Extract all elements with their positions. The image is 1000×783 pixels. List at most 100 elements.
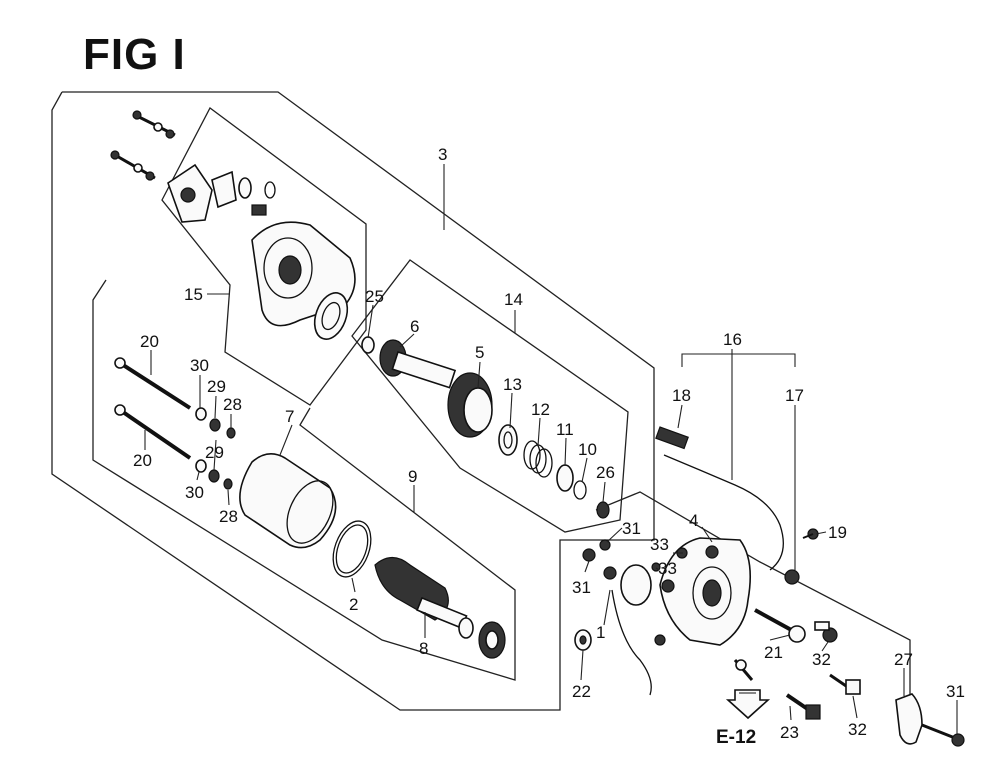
washers-lower (195, 459, 233, 490)
screw-19-part (802, 528, 819, 540)
callout-31b: 31 (572, 578, 591, 597)
leader-6 (399, 333, 415, 348)
callout-28b: 28 (219, 507, 238, 526)
leader-10 (581, 457, 588, 483)
leader-2 (351, 577, 356, 593)
yoke-7-part (239, 453, 337, 549)
washer-25-part (361, 336, 375, 354)
callout-1: 1 (596, 623, 605, 642)
callout-31c: 31 (946, 682, 965, 701)
leader-22 (580, 649, 584, 681)
callout-27: 27 (894, 650, 913, 669)
clutch-5-part (447, 372, 493, 438)
leader-32b (852, 695, 858, 719)
bracket-16 (681, 353, 796, 367)
switch-assembly-part (582, 539, 661, 696)
housing-4-part (654, 537, 751, 646)
leader-7 (279, 424, 293, 456)
leader-13 (509, 392, 513, 429)
callout-17: 17 (785, 386, 804, 405)
callout-32b: 32 (848, 720, 867, 739)
callout-4: 4 (689, 511, 698, 530)
leader-28b (227, 489, 230, 506)
callout-20a: 20 (140, 332, 159, 351)
leader-25 (367, 304, 374, 339)
leader-21 (769, 634, 791, 641)
callout-2: 2 (349, 595, 358, 614)
bolt-32-lower-part (829, 673, 861, 695)
ring-13-part (498, 424, 518, 456)
wiring-harness-part (655, 426, 800, 585)
leader-18 (677, 404, 683, 429)
reference-e12: E-12 (716, 727, 756, 748)
clip-26-part (596, 501, 610, 519)
bolt-21-part (754, 608, 806, 643)
callout-23: 23 (780, 723, 799, 742)
callout-10: 10 (578, 440, 597, 459)
outline-group-9 (92, 279, 516, 681)
armature-8-part (374, 556, 506, 659)
callout-25: 25 (365, 287, 384, 306)
screw-mid-left (110, 150, 156, 181)
end-cover-part (251, 221, 356, 340)
leader-30b (196, 471, 200, 481)
leader-32a (821, 641, 829, 652)
bolt-32-upper-part (814, 621, 838, 643)
leader-4 (701, 526, 713, 543)
spring-12-part (523, 440, 553, 478)
leader-26 (602, 481, 606, 503)
callout-30a: 30 (190, 356, 209, 375)
callout-9: 9 (408, 467, 417, 486)
long-bolt-upper (114, 357, 192, 410)
callout-20b: 20 (133, 451, 152, 470)
callout-12: 12 (531, 400, 550, 419)
leader-12 (537, 417, 541, 447)
callout-15: 15 (184, 285, 203, 304)
long-bolt-lower (114, 404, 192, 460)
outline-group-14 (351, 259, 629, 533)
bolt-23-part (785, 693, 821, 720)
callout-16: 16 (723, 330, 742, 349)
screw-e12-part (733, 659, 754, 681)
leader-33b (655, 567, 660, 571)
callout-5: 5 (475, 343, 484, 362)
callout-21: 21 (764, 643, 783, 662)
o-ring-2-part (332, 520, 372, 578)
callout-31a: 31 (622, 519, 641, 538)
bracket-27-part (895, 693, 965, 747)
callout-6: 6 (410, 317, 419, 336)
outline-group-e12 (595, 491, 911, 720)
callout-19: 19 (828, 523, 847, 542)
callout-18: 18 (672, 386, 691, 405)
callout-14: 14 (504, 290, 523, 309)
leader-19 (815, 531, 827, 535)
leader-5 (477, 361, 481, 389)
callout-32a: 32 (812, 650, 831, 669)
e12-arrow-icon (725, 689, 771, 720)
washer-10-part (573, 480, 587, 500)
callout-3: 3 (438, 145, 447, 164)
outline-assembly-3 (51, 91, 655, 711)
figure-title: FIG I (83, 30, 186, 79)
leader-11 (564, 437, 567, 467)
leader-29a (214, 395, 217, 419)
armature-6-part (379, 339, 457, 389)
callout-22: 22 (572, 682, 591, 701)
callout-29a: 29 (207, 377, 226, 396)
washers-upper (195, 407, 236, 439)
leader-23 (789, 705, 792, 721)
callout-13: 13 (503, 375, 522, 394)
nut-22-part (574, 629, 592, 651)
leader-1 (603, 589, 611, 626)
callout-30b: 30 (185, 483, 204, 502)
callout-33b: 33 (658, 559, 677, 578)
leader-29b (213, 439, 217, 471)
callout-8: 8 (419, 639, 428, 658)
callout-11: 11 (556, 420, 574, 439)
screw-top-left (132, 110, 176, 139)
outline-group-15 (161, 107, 367, 406)
callout-33a: 33 (650, 535, 669, 554)
callout-28a: 28 (223, 395, 242, 414)
